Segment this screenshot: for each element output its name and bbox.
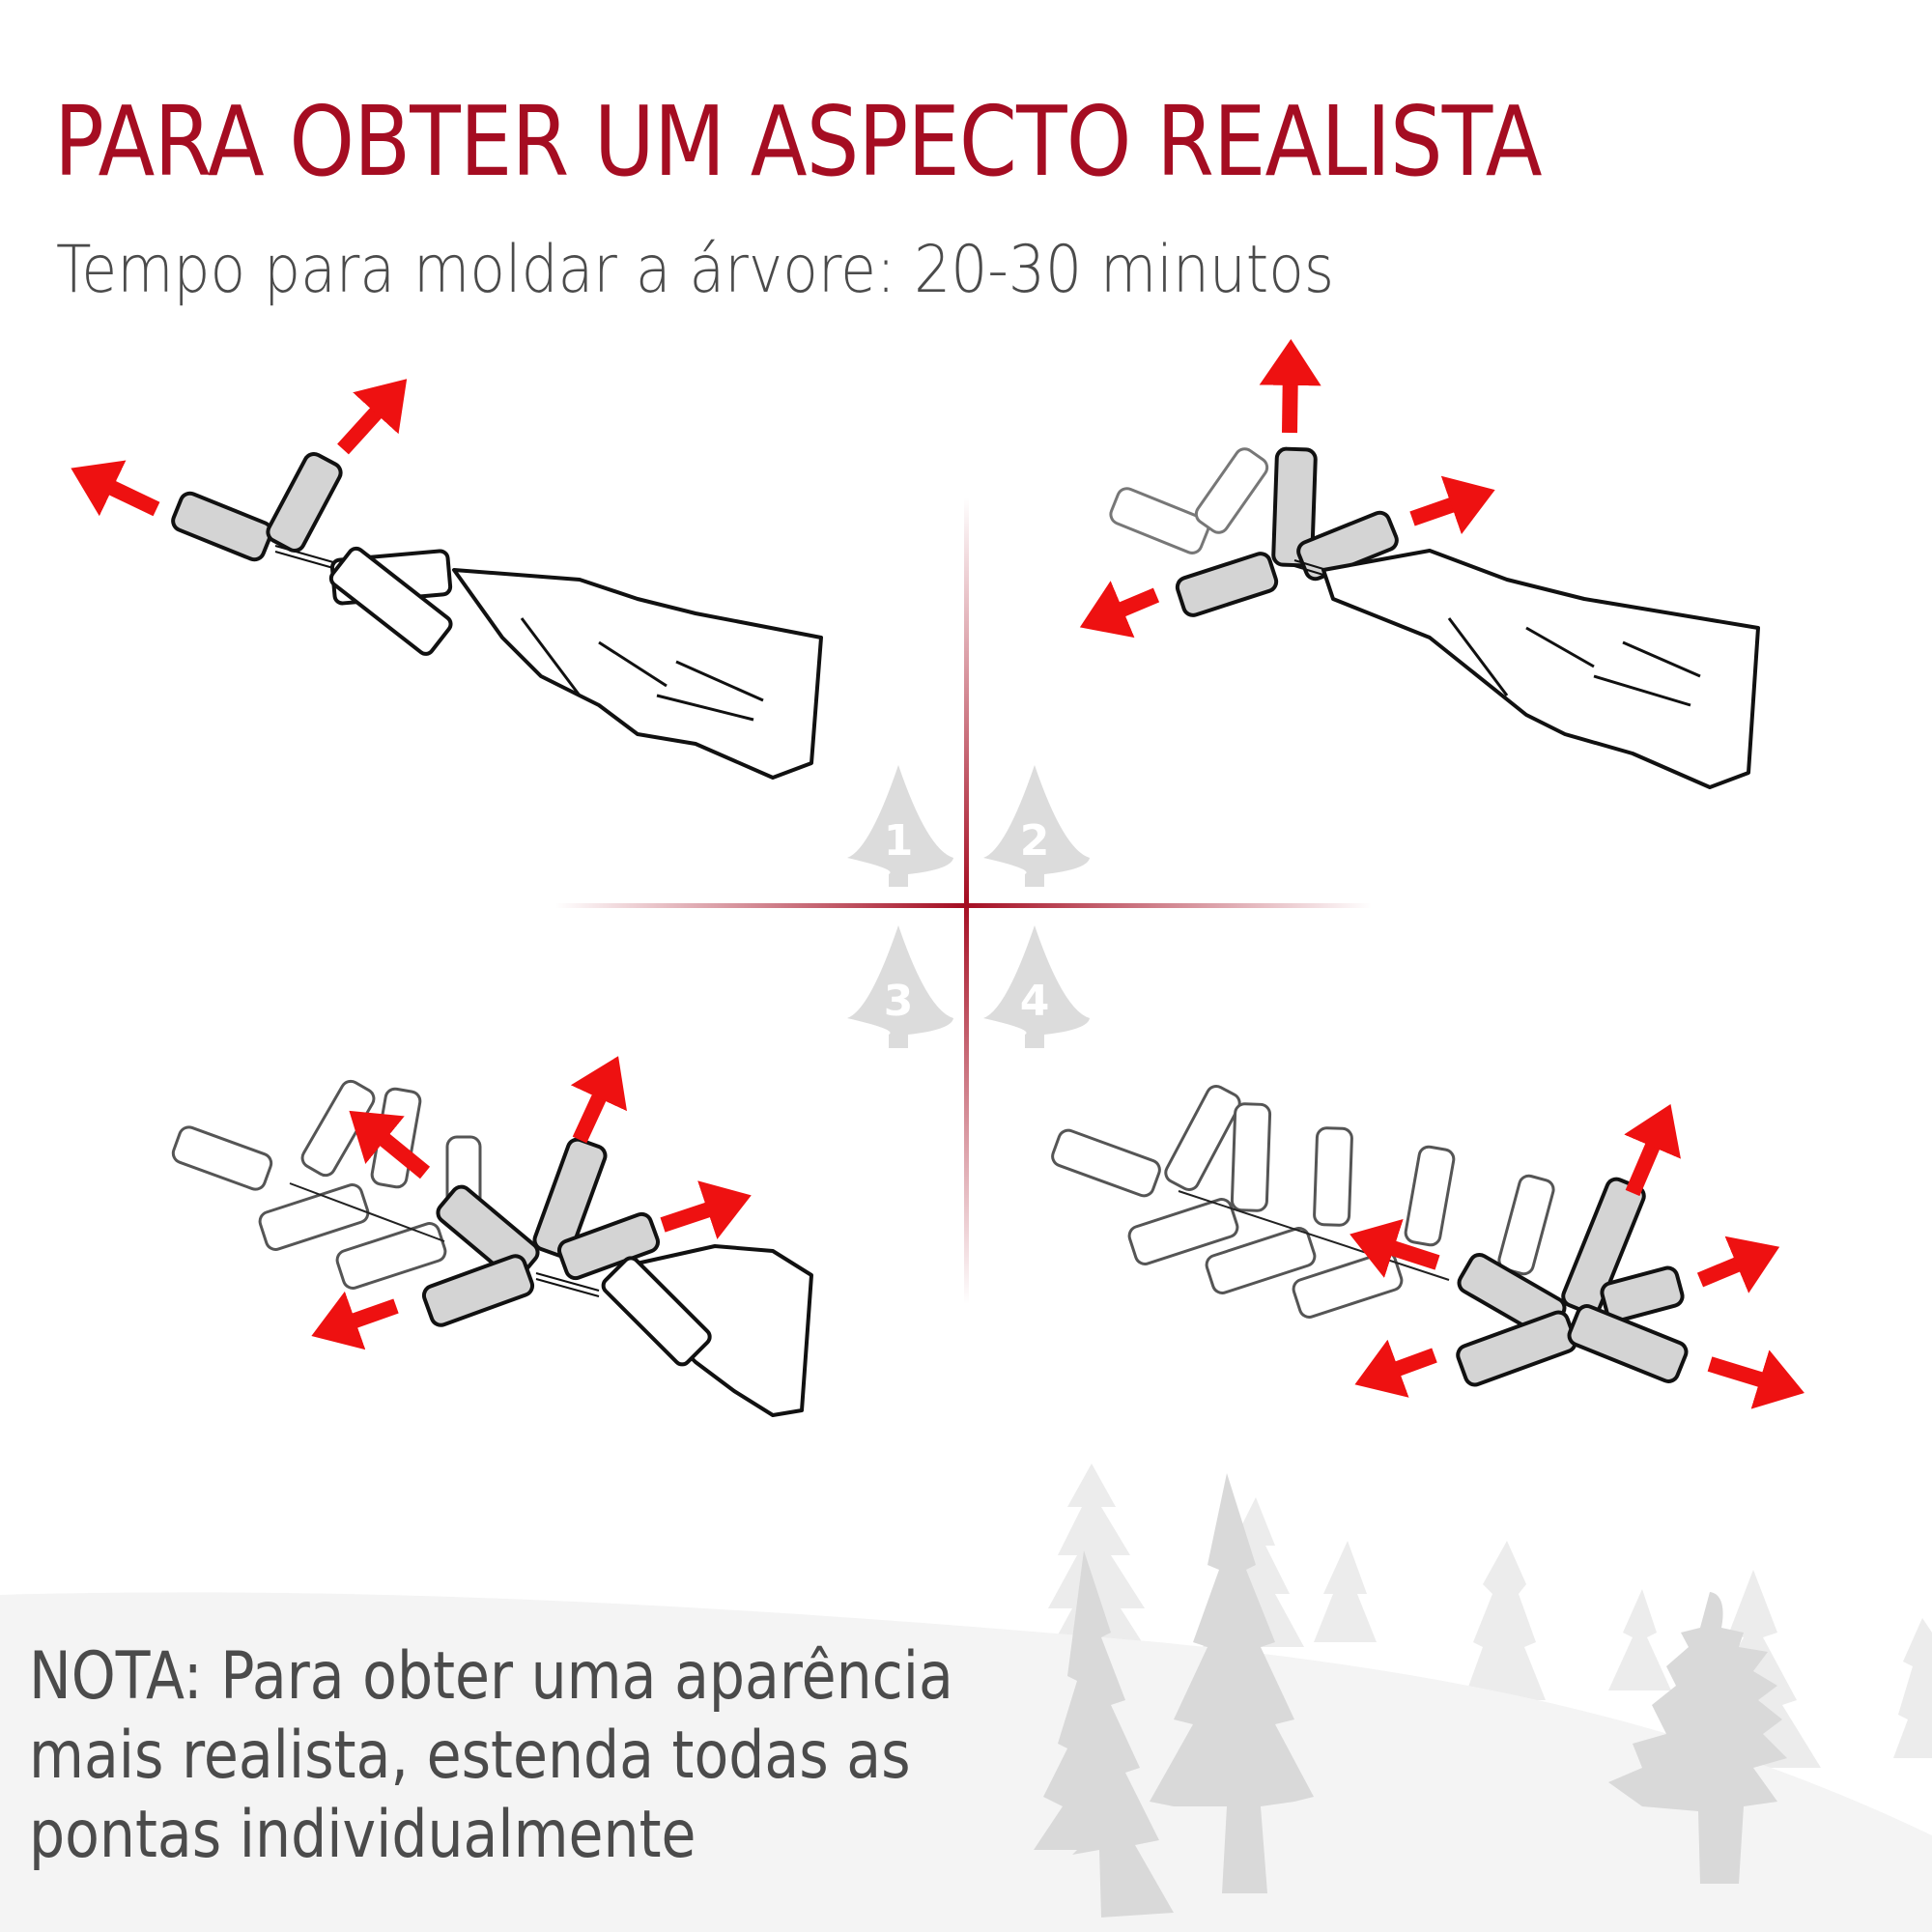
red-arrows-step-4: [1350, 1103, 1804, 1409]
branch-illustration-step-4-front: [1456, 1177, 1689, 1387]
red-arrows-step-1: [71, 379, 408, 517]
red-arrows-step-3: [311, 1056, 752, 1350]
step-number-1: 1: [884, 816, 914, 866]
branch-illustration-step-4: [1051, 1085, 1555, 1319]
note-line-2: mais realista, estenda todas as: [29, 1718, 911, 1794]
step-number-4: 4: [1020, 977, 1050, 1026]
step-number-3: 3: [884, 977, 914, 1026]
branch-illustration-step-1: [171, 451, 823, 780]
step-number-2: 2: [1020, 816, 1050, 866]
branch-illustration-step-2: [1109, 446, 1760, 789]
background-pine-trees-near: [1034, 1473, 1787, 1918]
note-line-1: NOTA: Para obter uma aparência: [29, 1638, 953, 1715]
step-tree-icon-4: 4: [983, 925, 1090, 1048]
note-line-3: pontas individualmente: [29, 1797, 696, 1873]
divider-vertical: [964, 497, 969, 1304]
note-text: NOTA: Para obter uma aparência mais real…: [29, 1637, 953, 1875]
snow-hill: [0, 1592, 1932, 1932]
divider-horizontal: [555, 903, 1372, 908]
page-title: PARA OBTER UM ASPECTO REALISTA: [54, 85, 1543, 198]
step-tree-icon-2: 2: [983, 765, 1090, 887]
branch-illustration-step-3-front: [421, 1137, 813, 1417]
branch-illustration-step-3: [171, 1079, 482, 1290]
step-tree-icon-1: 1: [847, 765, 953, 887]
red-arrows-step-2: [1079, 339, 1495, 639]
step-tree-icon-3: 3: [847, 925, 953, 1048]
shaping-time-subtitle: Tempo para moldar a árvore: 20-30 minuto…: [56, 232, 1335, 308]
